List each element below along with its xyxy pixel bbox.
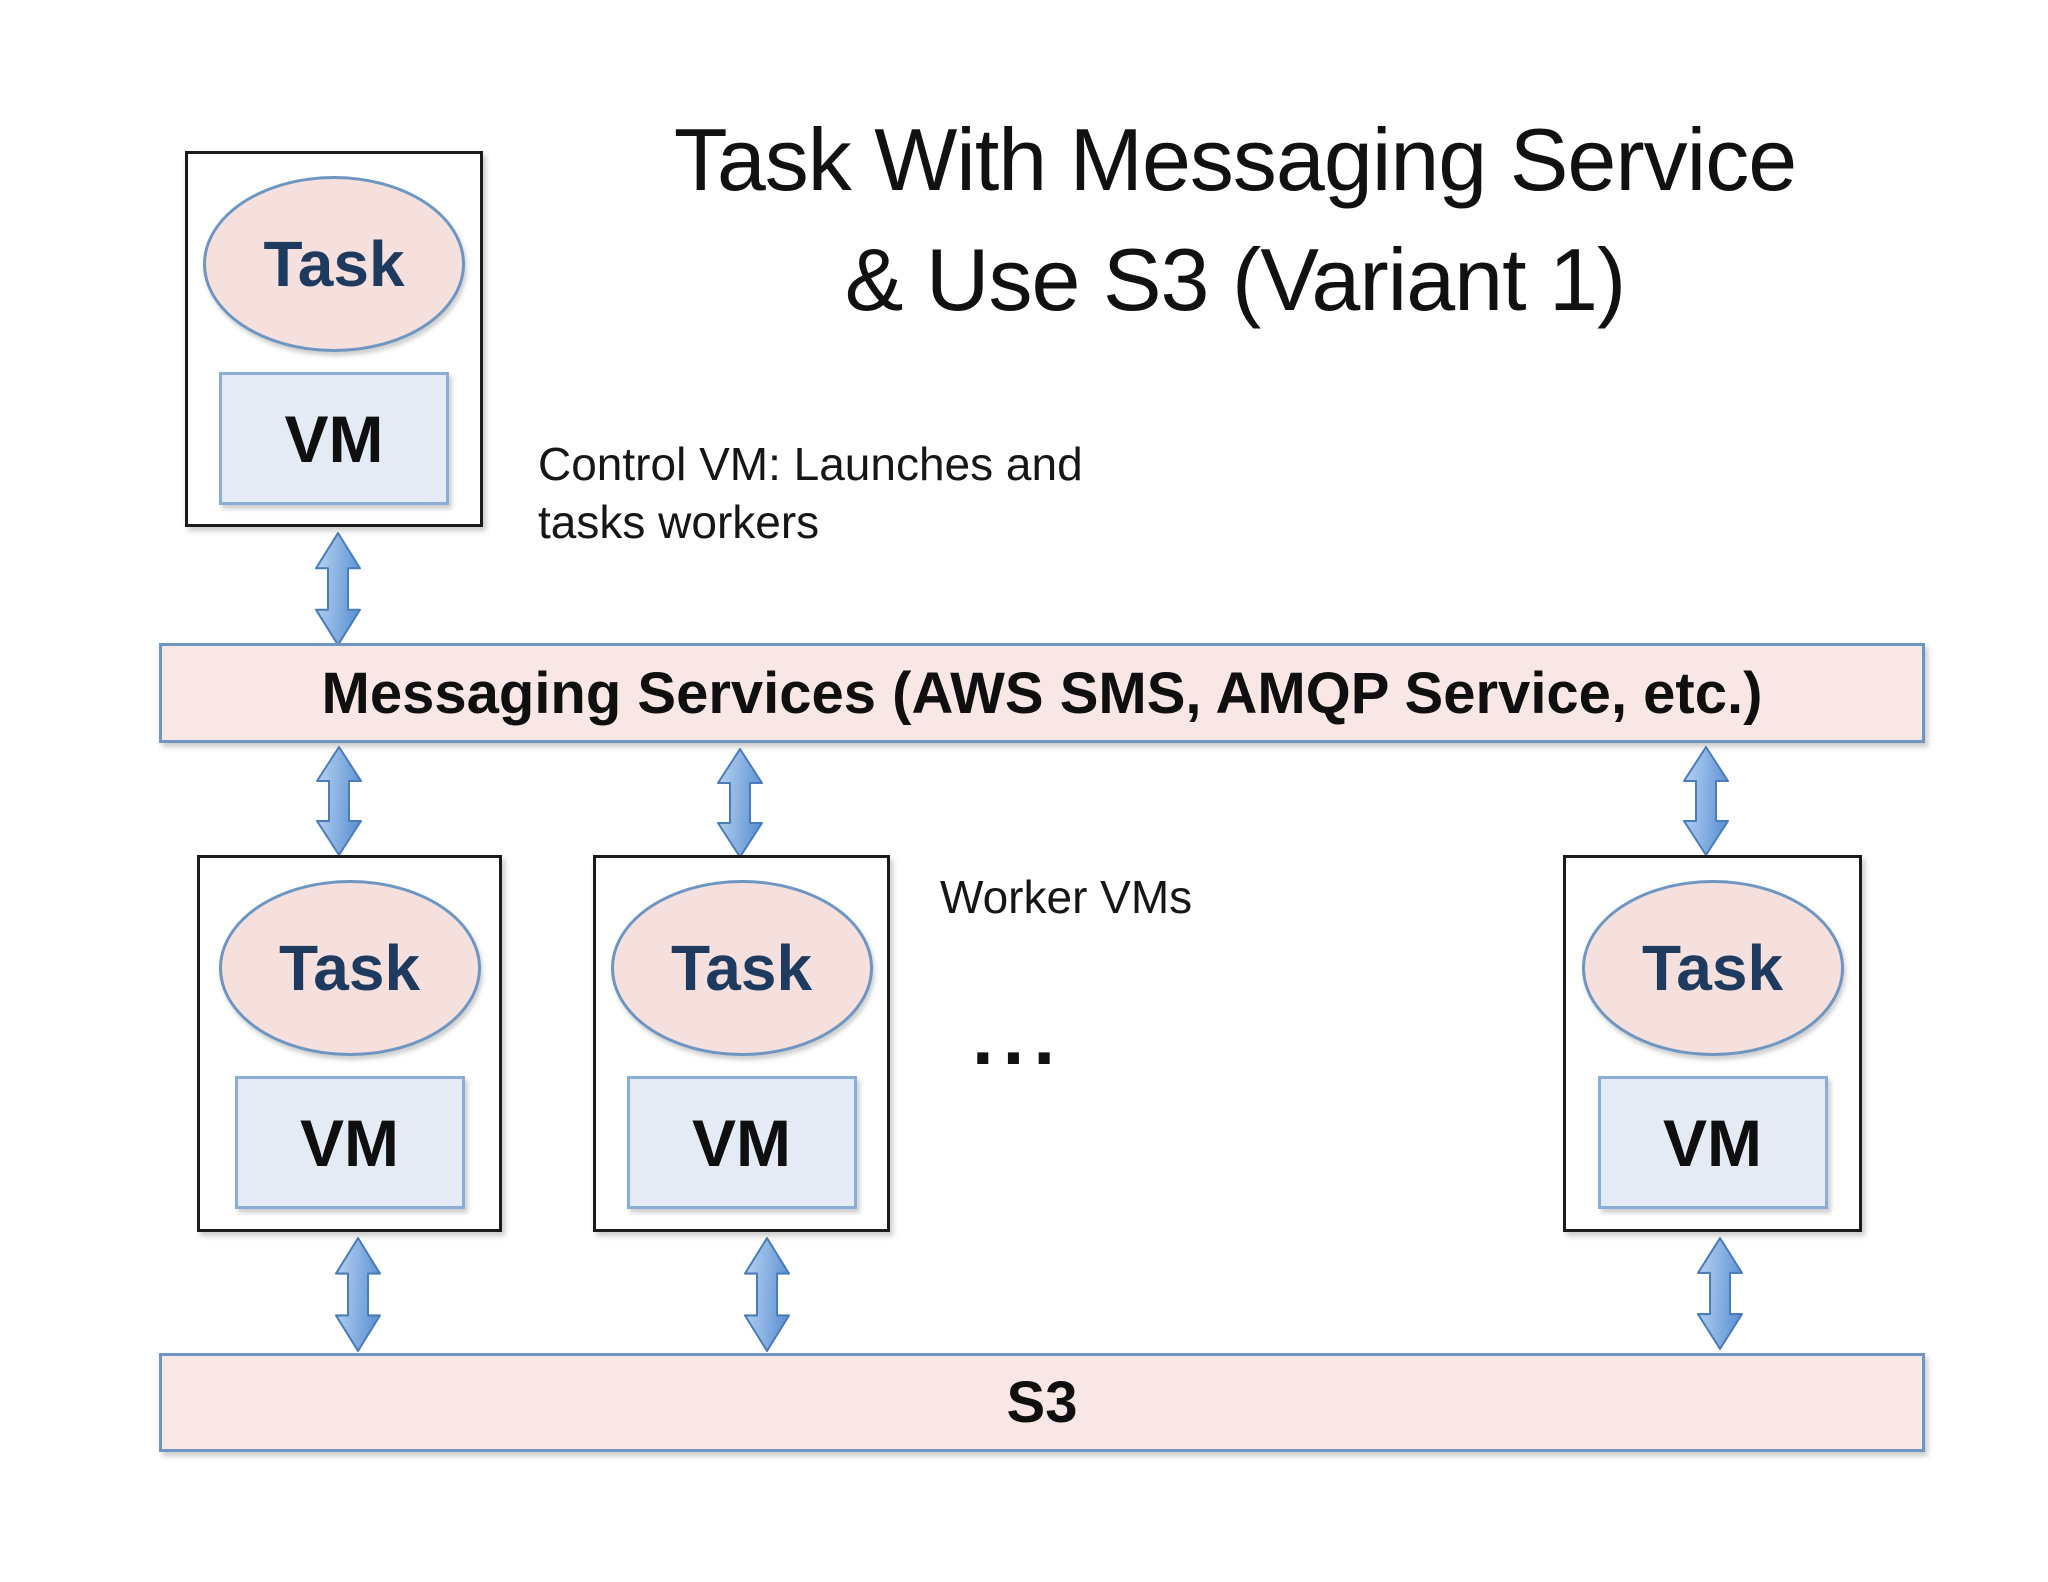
- s3-label: S3: [1006, 1370, 1078, 1435]
- arrow-worker-3-to-s3: [1696, 1237, 1744, 1350]
- s3-bar: S3: [159, 1353, 1925, 1452]
- arrow-messaging-to-worker-2: [716, 748, 764, 858]
- diagram-title: Task With Messaging Service & Use S3 (Va…: [435, 100, 2035, 339]
- double-arrow-icon: [1697, 1237, 1743, 1350]
- control-vm-caption-line-1: Control VM: Launches and: [538, 438, 1083, 490]
- title-line-1: Task With Messaging Service: [673, 110, 1797, 209]
- worker-vms-heading: Worker VMs: [940, 871, 1193, 923]
- worker-2-task-label: Task: [670, 932, 813, 1004]
- worker-vm-box-1: Task VM: [197, 855, 502, 1232]
- double-arrow-icon: [335, 1237, 381, 1352]
- worker-1-task-label: Task: [278, 932, 421, 1004]
- worker-2-vm-rect: VM: [626, 1076, 857, 1209]
- arrow-messaging-to-worker-3: [1682, 746, 1730, 856]
- arrow-worker-1-to-s3: [334, 1237, 382, 1352]
- double-arrow-icon: [744, 1237, 790, 1352]
- more-workers-ellipsis: ...: [972, 993, 1065, 1081]
- double-arrow-icon: [717, 748, 763, 858]
- title-line-2: & Use S3 (Variant 1): [844, 229, 1626, 329]
- worker-3-vm-rect: VM: [1597, 1076, 1828, 1209]
- worker-2-vm-label: VM: [692, 1105, 791, 1180]
- worker-3-task-label: Task: [1641, 932, 1784, 1004]
- worker-3-task-ellipse: Task: [1581, 880, 1844, 1056]
- messaging-services-label: Messaging Services (AWS SMS, AMQP Servic…: [321, 660, 1763, 726]
- control-vm-label: VM: [284, 401, 384, 476]
- worker-vm-box-3: Task VM: [1563, 855, 1862, 1232]
- control-vm-rect: VM: [219, 372, 449, 505]
- control-vm-caption: Control VM: Launches and tasks workers: [538, 436, 1083, 551]
- arrow-control-to-messaging: [314, 532, 362, 646]
- messaging-services-bar: Messaging Services (AWS SMS, AMQP Servic…: [159, 643, 1925, 743]
- control-task-label: Task: [263, 228, 405, 300]
- control-task-ellipse: Task: [203, 176, 465, 352]
- control-vm-box: Task VM: [185, 151, 483, 527]
- control-vm-caption-line-2: tasks workers: [538, 495, 820, 548]
- worker-vm-box-2: Task VM: [593, 855, 890, 1232]
- worker-2-task-ellipse: Task: [610, 880, 873, 1056]
- worker-1-vm-rect: VM: [234, 1076, 465, 1209]
- arrow-worker-2-to-s3: [743, 1237, 791, 1352]
- double-arrow-icon: [316, 746, 362, 856]
- double-arrow-icon: [1683, 746, 1729, 856]
- arrow-messaging-to-worker-1: [315, 746, 363, 856]
- double-arrow-icon: [315, 532, 361, 646]
- worker-1-vm-label: VM: [300, 1105, 399, 1180]
- worker-3-vm-label: VM: [1663, 1105, 1762, 1180]
- worker-1-task-ellipse: Task: [218, 880, 481, 1056]
